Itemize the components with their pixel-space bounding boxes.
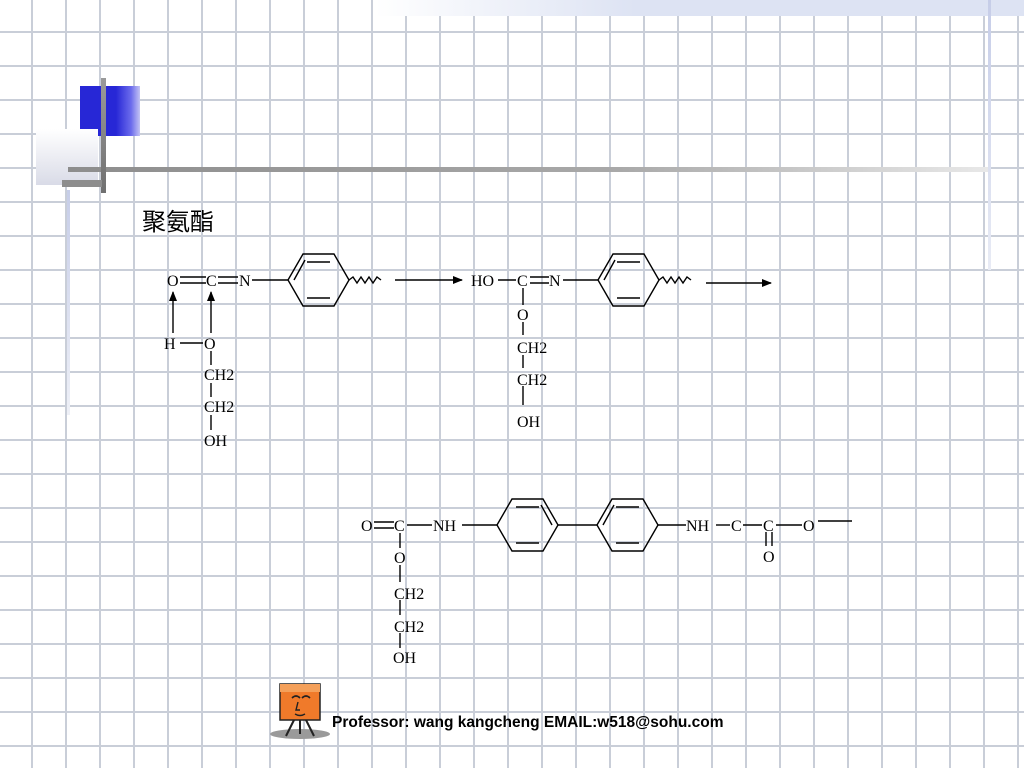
- product-keto-oxygen: O: [763, 549, 775, 566]
- reactant-ch2-1: CH2: [204, 367, 234, 384]
- reactant-hydrogen: H: [164, 336, 176, 353]
- product-carbon: C: [394, 518, 405, 535]
- product-carbon-3: C: [763, 518, 774, 535]
- product-oh: OH: [393, 650, 417, 667]
- reactant-carbon: C: [206, 273, 217, 290]
- gray-decor-square: [36, 129, 98, 185]
- reactant-oh: OH: [204, 433, 228, 450]
- right-decor-rule: [988, 0, 991, 270]
- left-decor-rule: [67, 190, 70, 415]
- reactant-hydroxyl-oxygen: O: [204, 336, 216, 353]
- reactant-oxygen: O: [167, 273, 179, 290]
- product-oxygen: O: [394, 550, 406, 567]
- footer-credit: Professor: wang kangcheng EMAIL:w518@soh…: [332, 714, 724, 731]
- product-carbonyl-oxygen: O: [361, 518, 373, 535]
- intermediate-oh: OH: [517, 414, 541, 431]
- product-carbon-2: C: [731, 518, 742, 535]
- blue-decor-square: [80, 86, 140, 136]
- title-underline: [68, 167, 988, 172]
- carbamic-intermediate: [498, 253, 692, 405]
- product-nh-left: NH: [433, 518, 457, 535]
- reactant-ch2-2: CH2: [204, 399, 234, 416]
- product-ch2-2: CH2: [394, 619, 424, 636]
- product-nh-right: NH: [686, 518, 710, 535]
- product-ester-oxygen: O: [803, 518, 815, 535]
- top-decor-band: [375, 0, 1024, 16]
- intermediate-ch2-2: CH2: [517, 372, 547, 389]
- slide-heading: 聚氨酯: [142, 208, 214, 236]
- intermediate-nitrogen: N: [549, 273, 561, 290]
- reactant-nitrogen: N: [239, 273, 251, 290]
- polyurethane-product: [374, 498, 852, 648]
- intermediate-oxygen: O: [517, 307, 529, 324]
- vertical-decor-bar: [101, 78, 106, 193]
- product-ch2-1: CH2: [394, 586, 424, 603]
- intermediate-ho: HO: [471, 273, 494, 290]
- isocyanate-reactant: [169, 253, 382, 430]
- intermediate-ch2-1: CH2: [517, 340, 547, 357]
- intermediate-carbon: C: [517, 273, 528, 290]
- professor-mascot-icon: [270, 683, 330, 739]
- short-decor-bar: [62, 180, 102, 187]
